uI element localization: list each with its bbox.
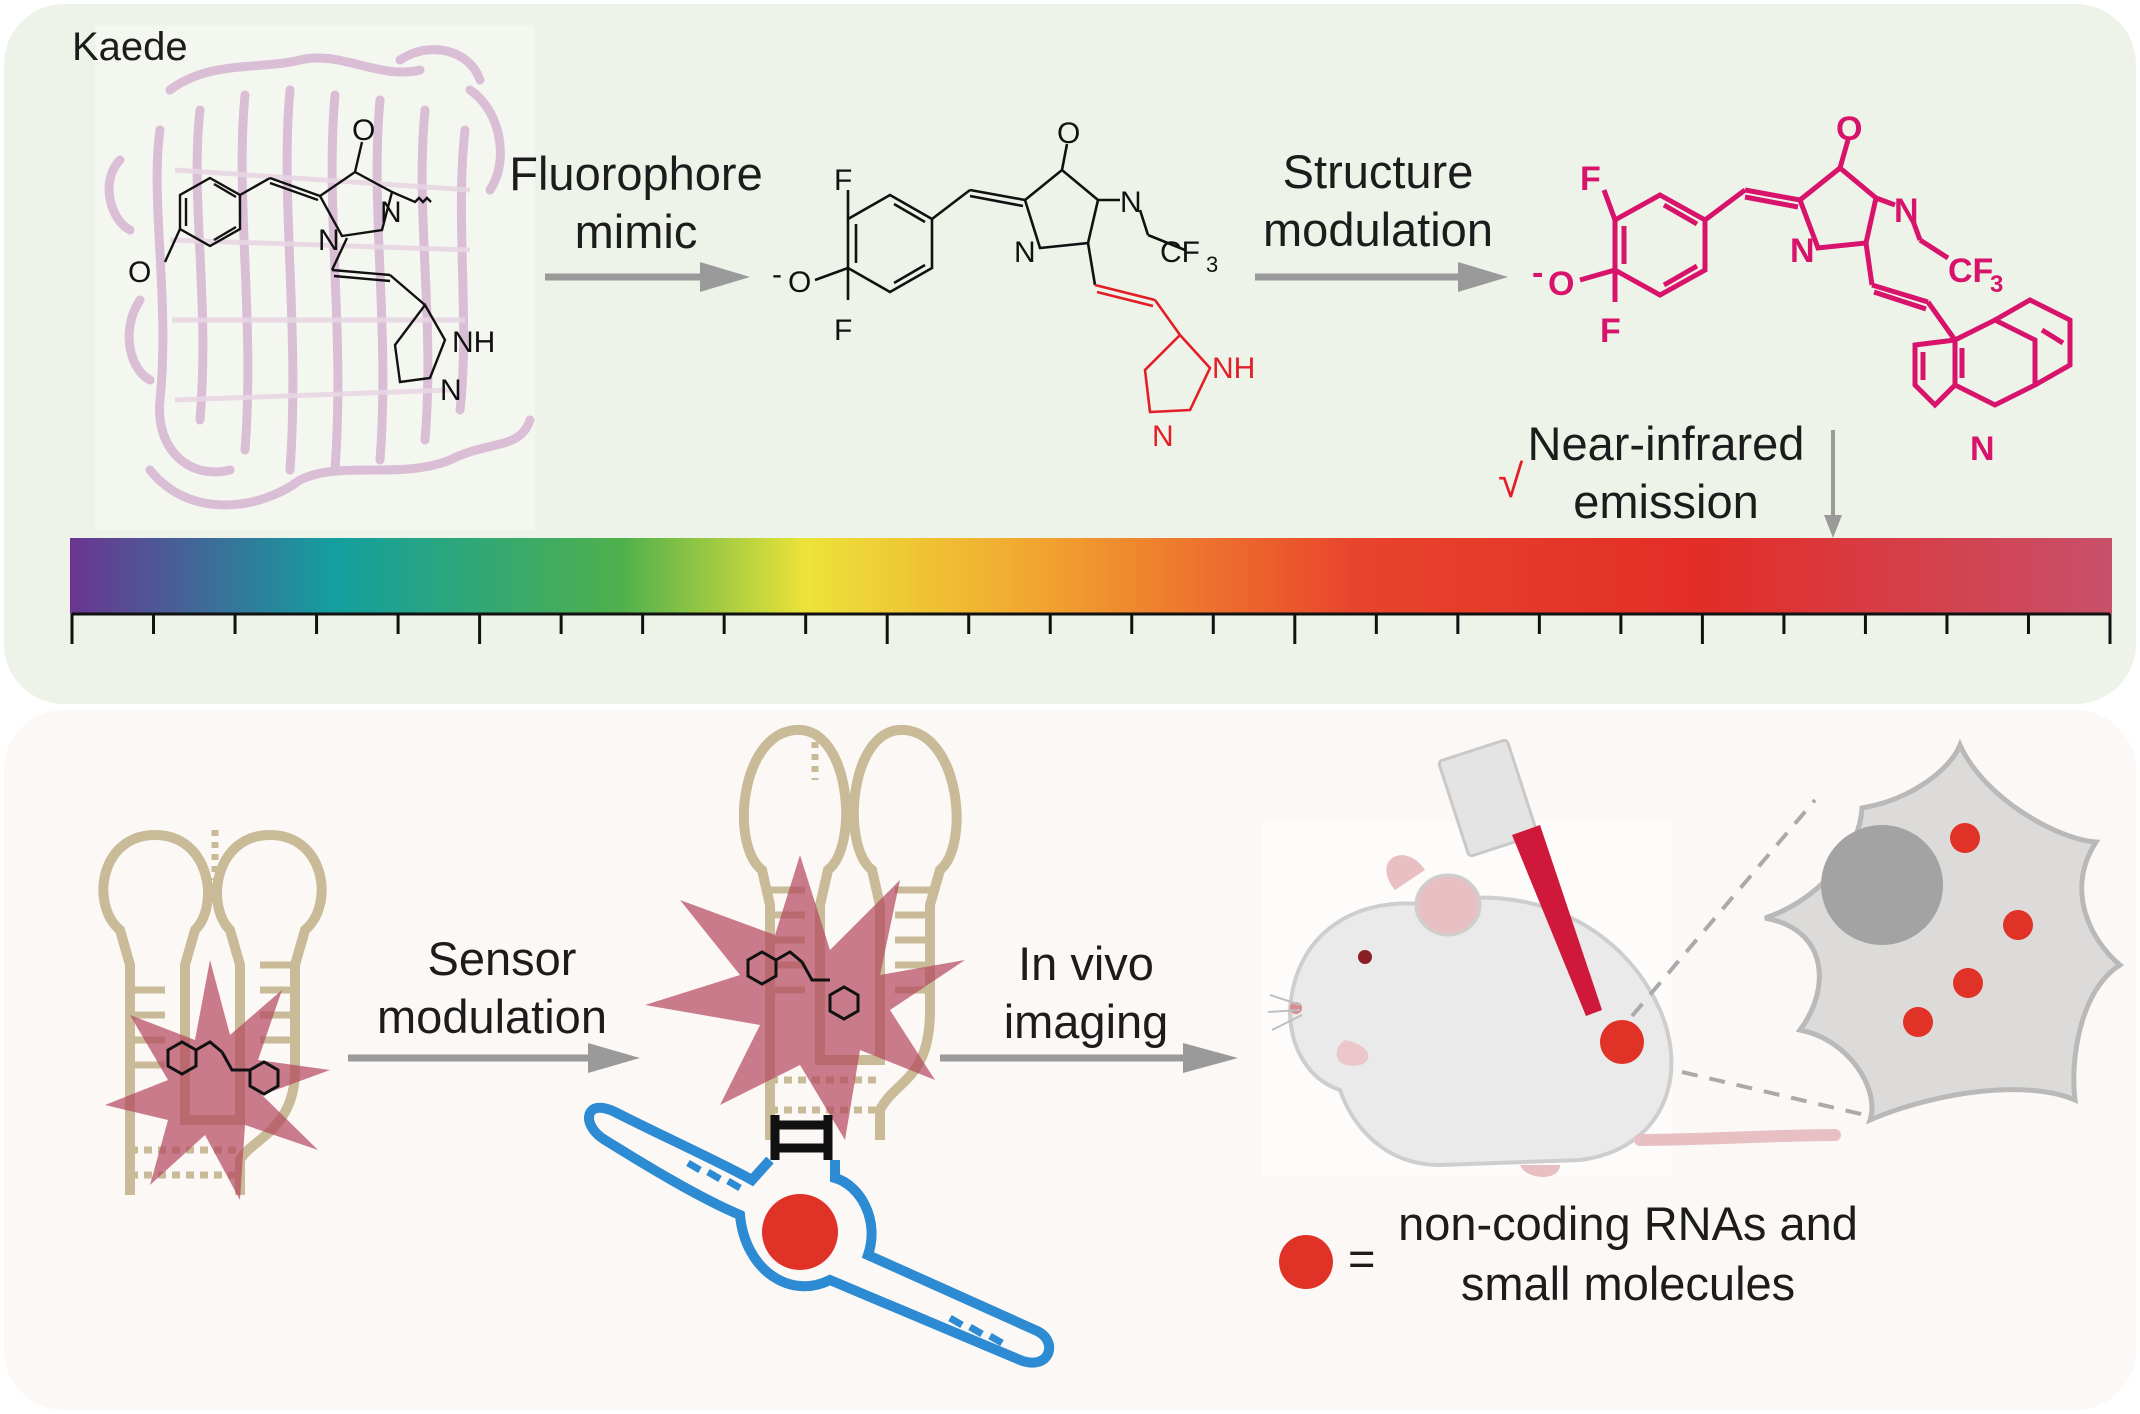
kaede-o-atom: O [128, 256, 151, 289]
mimic-molecule-atoms: F F - O O N N CF 3 NH N [772, 117, 1255, 453]
mouse-paw [1336, 1040, 1369, 1066]
laser-beam [1512, 825, 1602, 1016]
spectrum-ticks [70, 612, 2112, 644]
emission-check-mark: √ [1498, 455, 1524, 507]
mimic-cf-subscript: 3 [1206, 252, 1218, 277]
mouse-tail [1634, 1129, 1841, 1146]
mod-n-ring: N [1790, 232, 1815, 270]
target-sensor-probe [584, 1102, 1055, 1368]
step2-label-line1: Structure [1283, 145, 1474, 198]
mouse-ear [1414, 873, 1482, 937]
cell-target-dot [1950, 823, 1980, 853]
kaede-n-imidazole: N [440, 374, 462, 407]
step4-label-line2: imaging [1004, 995, 1169, 1048]
kaede-protein-cartoon: Kaede [72, 25, 535, 530]
cell-illustration [1764, 738, 2125, 1125]
kaede-chromophore-structure [163, 141, 447, 384]
mimic-n-ring: N [1014, 236, 1036, 269]
step3-label-line2: modulation [377, 990, 607, 1043]
emission-label-line1: Near-infrared [1528, 417, 1805, 470]
modulated-molecule-structure [1579, 139, 2073, 409]
step2-label-line2: modulation [1263, 203, 1493, 256]
mouse-eye [1358, 950, 1372, 964]
top-panel: Kaede O O N N NH N Fluoro [4, 4, 2136, 704]
emission-label-line2: emission [1573, 475, 1758, 528]
cell-body [1764, 738, 2125, 1125]
spectrum-bar [70, 538, 2112, 614]
fluorophore-sketch-left [166, 1040, 280, 1096]
mod-charge: - [1532, 254, 1543, 292]
mod-carbonyl-o: O [1836, 110, 1862, 148]
mimic-f-bottom: F [834, 314, 852, 347]
bottom-panel: Sensor modulation [4, 710, 2136, 1410]
mod-f-top: F [1580, 160, 1601, 198]
top-panel-background [4, 4, 2136, 704]
legend: = non-coding RNAs and small molecules [1279, 1197, 1858, 1310]
cell-target-dot [1953, 968, 1983, 998]
mouse-foot [1520, 1165, 1560, 1178]
laser-head [1437, 738, 1539, 858]
step3-label-line1: Sensor [428, 932, 577, 985]
mouse-ear-back [1386, 855, 1425, 890]
mimic-molecule-structure [814, 143, 1212, 414]
aptamer-left [98, 829, 330, 1200]
mimic-cf: CF [1160, 236, 1200, 269]
cell-target-dot [1903, 1007, 1933, 1037]
kaede-nh: NH [452, 326, 495, 359]
mimic-n-imidazole: N [1152, 420, 1174, 453]
legend-equals: = [1348, 1232, 1375, 1285]
mimic-charge: - [772, 258, 782, 291]
step4-label-line1: In vivo [1018, 937, 1154, 990]
cell-target-dot [2003, 910, 2033, 940]
kaede-chromophore-atoms: O O N N NH N [128, 114, 495, 407]
kaede-n-ring: N [318, 224, 340, 257]
mod-o-minus: O [1548, 265, 1574, 303]
kaede-carbonyl-o: O [352, 114, 375, 147]
mod-cf-subscript: 3 [1990, 271, 2003, 298]
fluorescence-burst-sensor [645, 855, 965, 1140]
legend-text-line1: non-coding RNAs and [1398, 1197, 1858, 1250]
modulated-molecule-atoms: F F - O O N N CF 3 N [1532, 110, 2003, 468]
imaging-laser-device [1437, 738, 1644, 1064]
target-molecule-dot [762, 1194, 838, 1270]
mod-n-quinoline: N [1970, 430, 1995, 468]
protein-name-label: Kaede [72, 25, 188, 69]
step2-arrow [1255, 262, 1508, 292]
kaede-n-alkyl: N [380, 196, 402, 229]
step1-label-line1: Fluorophore [509, 147, 762, 200]
legend-text-line2: small molecules [1461, 1257, 1795, 1310]
mimic-nh: NH [1212, 352, 1255, 385]
cell-nucleus [1821, 825, 1943, 945]
step3-arrow [348, 1043, 640, 1073]
in-vivo-signal-dot [1600, 1020, 1644, 1064]
aptamer-sensor [584, 724, 1055, 1368]
mod-n-alkyl: N [1894, 192, 1919, 230]
step1-arrow [545, 262, 750, 292]
mod-f-bottom: F [1600, 312, 1621, 350]
emission-arrow [1824, 430, 1842, 538]
step1-label-line2: mimic [575, 205, 698, 258]
fluorophore-sketch-sensor [746, 950, 860, 1021]
mimic-o-minus: O [788, 266, 811, 299]
zoom-line-top [1630, 798, 1817, 1018]
fluorescence-burst-left [105, 960, 330, 1200]
mod-cf: CF [1948, 252, 1993, 290]
mimic-f-top: F [834, 164, 852, 197]
base-pairing-marks [770, 1115, 833, 1160]
legend-target-dot [1279, 1235, 1333, 1289]
mimic-carbonyl-o: O [1057, 117, 1080, 150]
zoom-line-bottom [1681, 1070, 1866, 1117]
mimic-n-alkyl: N [1120, 186, 1142, 219]
step4-arrow [940, 1043, 1238, 1073]
